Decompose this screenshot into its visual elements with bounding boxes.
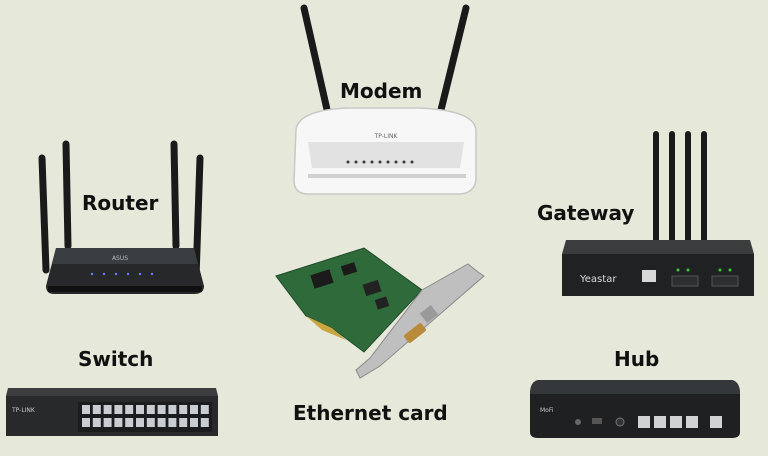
- switch-port: [200, 418, 209, 427]
- switch-port: [190, 418, 198, 427]
- switch-label: Switch: [78, 347, 154, 371]
- hub-brand: MoFi: [540, 407, 554, 414]
- hub-port: [638, 416, 650, 428]
- switch-port: [190, 405, 198, 414]
- switch-port: [136, 405, 144, 414]
- switch-port: [179, 405, 188, 414]
- router-label: Router: [82, 191, 159, 215]
- modem-device: TP-LINK: [278, 2, 478, 202]
- switch-port: [103, 418, 112, 427]
- switch-port: [114, 405, 123, 414]
- gateway-label: Gateway: [537, 201, 635, 225]
- switch-port: [146, 418, 155, 427]
- ethernet-card-device: [272, 242, 492, 382]
- switch-port: [82, 418, 90, 427]
- switch-port: [114, 418, 123, 427]
- switch-port: [146, 405, 155, 414]
- hub-port: [654, 416, 666, 428]
- gateway-device: Yeastar: [560, 130, 756, 300]
- switch-port: [92, 405, 101, 414]
- hub-device: MoFi: [528, 376, 742, 440]
- switch-port: [168, 405, 177, 414]
- gateway-brand: Yeastar: [579, 274, 617, 285]
- hub-port: [710, 416, 722, 428]
- switch-port: [168, 418, 177, 427]
- hub-port: [686, 416, 698, 428]
- switch-port: [103, 405, 112, 414]
- router-device: ASUS: [34, 138, 214, 304]
- switch-device: TP-LINK: [4, 382, 220, 438]
- router-brand: ASUS: [112, 255, 128, 262]
- switch-port: [157, 405, 166, 414]
- switch-port: [157, 418, 166, 427]
- switch-port: [92, 418, 101, 427]
- switch-port: [125, 418, 134, 427]
- switch-port: [179, 418, 188, 427]
- switch-port: [200, 405, 209, 414]
- switch-brand: TP-LINK: [11, 407, 36, 414]
- hub-label: Hub: [614, 347, 660, 371]
- modem-brand: TP-LINK: [374, 133, 399, 140]
- switch-port: [82, 405, 90, 414]
- switch-port: [125, 405, 134, 414]
- switch-port: [136, 418, 144, 427]
- ethernet-card-label: Ethernet card: [293, 401, 448, 425]
- modem-label: Modem: [340, 79, 423, 103]
- hub-port: [670, 416, 682, 428]
